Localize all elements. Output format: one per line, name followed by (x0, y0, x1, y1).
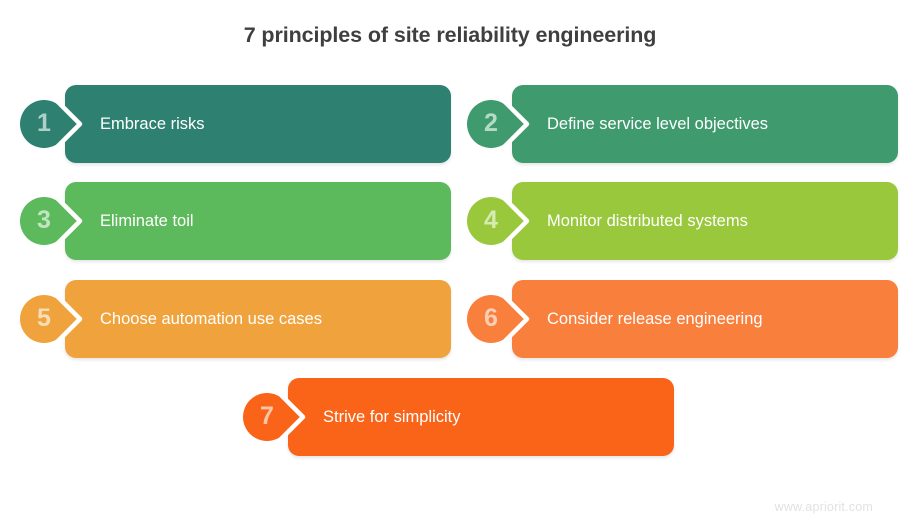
principle-bar (512, 85, 898, 163)
principle-label: Monitor distributed systems (547, 212, 748, 230)
principle-bar (65, 280, 451, 358)
principle-label: Eliminate toil (100, 212, 194, 230)
principle-bar (512, 182, 898, 260)
principle-number: 1 (37, 109, 51, 137)
principle-number: 3 (37, 206, 51, 234)
principle-item[interactable]: 6 Consider release engineering (467, 280, 898, 358)
principle-label: Strive for simplicity (323, 408, 461, 426)
principle-number-circle: 4 (467, 197, 515, 245)
principle-number-circle: 1 (20, 100, 68, 148)
principle-number: 5 (37, 304, 51, 332)
principle-number: 4 (484, 206, 498, 234)
principle-label: Consider release engineering (547, 310, 763, 328)
principle-number: 2 (484, 109, 498, 137)
principle-label: Choose automation use cases (100, 310, 322, 328)
chevron-right-icon (496, 100, 532, 148)
principle-item[interactable]: 5 Choose automation use cases (20, 280, 451, 358)
chevron-right-icon (49, 197, 85, 245)
principle-item[interactable]: 4 Monitor distributed systems (467, 182, 898, 260)
chevron-right-icon (496, 197, 532, 245)
principle-item[interactable]: 2 Define service level objectives (467, 85, 898, 163)
principle-number: 7 (260, 402, 274, 430)
principle-label: Embrace risks (100, 115, 205, 133)
principle-number-circle: 2 (467, 100, 515, 148)
principle-bar (288, 378, 674, 456)
watermark: www.apriorit.com (774, 500, 873, 514)
principle-number-circle: 5 (20, 295, 68, 343)
page-title: 7 principles of site reliability enginee… (243, 23, 657, 47)
principle-bar (65, 85, 451, 163)
principle-number: 6 (484, 304, 498, 332)
principle-number-circle: 3 (20, 197, 68, 245)
principle-label: Define service level objectives (547, 115, 769, 133)
chevron-right-icon (272, 393, 308, 441)
principle-number-circle: 7 (243, 393, 291, 441)
principle-number-circle: 6 (467, 295, 515, 343)
chevron-right-icon (49, 295, 85, 343)
principle-bar (65, 182, 451, 260)
principle-bar (512, 280, 898, 358)
principle-item[interactable]: 1 Embrace risks (20, 85, 451, 163)
principle-item[interactable]: 7 Strive for simplicity (243, 378, 674, 456)
principle-item[interactable]: 3 Eliminate toil (20, 182, 451, 260)
chevron-right-icon (496, 295, 532, 343)
chevron-right-icon (49, 100, 85, 148)
